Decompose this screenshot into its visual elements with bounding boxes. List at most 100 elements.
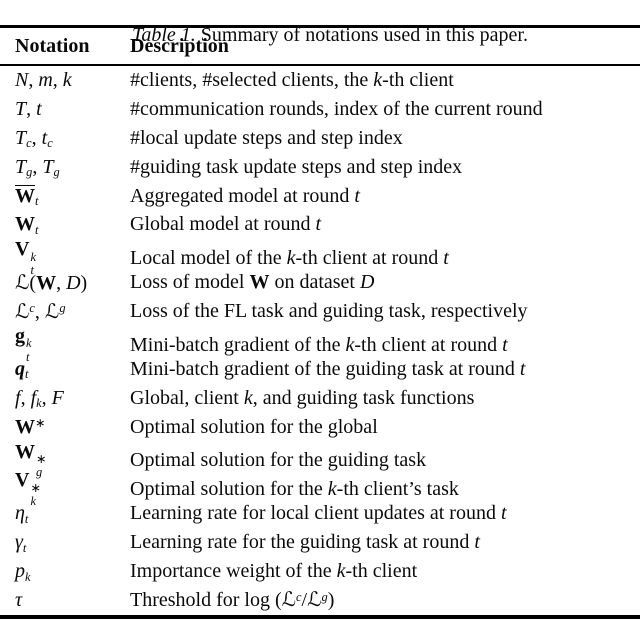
math-token: V∗k xyxy=(15,469,41,509)
math-token: W∗g xyxy=(15,440,47,480)
description-cell: Loss of the FL task and guiding task, re… xyxy=(130,301,640,322)
math-token: γt xyxy=(15,531,27,555)
math-token: -th client’s task xyxy=(336,477,459,500)
table-row: Wt Aggregated model at round t xyxy=(0,182,640,211)
math-token: t xyxy=(502,333,508,356)
math-token: , xyxy=(52,68,63,91)
math-token: , xyxy=(26,97,37,120)
math-token: t xyxy=(36,97,42,120)
description-cell: #clients, #selected clients, the k-th cl… xyxy=(130,68,640,91)
math-token: W xyxy=(249,271,270,294)
description-cell: Global, client k, and guiding task funct… xyxy=(130,386,640,409)
math-token: Wt xyxy=(15,185,39,209)
math-token: , xyxy=(20,386,31,409)
math-token: Importance weight of the xyxy=(130,560,337,583)
math-token: ℒ xyxy=(15,269,30,294)
table-row: τ Threshold for log (ℒc/ℒg) xyxy=(0,586,640,615)
math-token: Loss of the FL task and guiding task, re… xyxy=(130,300,528,323)
math-token: Global, client xyxy=(130,386,244,409)
math-token: , xyxy=(28,68,39,91)
notation-cell: Wt xyxy=(15,213,130,237)
description-cell: Optimal solution for the global xyxy=(130,415,640,438)
caption-label: Table 1. xyxy=(132,24,196,46)
math-token: k xyxy=(373,68,383,91)
math-token: W xyxy=(36,271,57,294)
math-token: Loss of model xyxy=(130,271,250,294)
math-token: Learning rate for the guiding task at ro… xyxy=(130,531,475,554)
notation-column-header: Notation xyxy=(15,34,90,57)
description-cell: Mini-batch gradient of the k-th client a… xyxy=(130,333,640,356)
header-rule xyxy=(0,64,640,66)
math-token: -th client xyxy=(382,68,454,91)
notation-cell: τ xyxy=(15,588,130,611)
description-cell: Global model at round t xyxy=(130,214,640,235)
math-token: k xyxy=(345,333,355,356)
notation-cell: T, t xyxy=(15,97,130,120)
table-row: T, t#communication rounds, index of the … xyxy=(0,95,640,124)
math-token: ) xyxy=(80,271,88,294)
description-cell: #guiding task update steps and step inde… xyxy=(130,156,640,178)
math-token: , xyxy=(32,155,43,178)
notation-cell: ηt xyxy=(15,503,130,525)
math-token: #local update steps and step index xyxy=(130,126,403,149)
math-token: , xyxy=(41,386,52,409)
math-token: Tg xyxy=(15,155,33,180)
math-token: m xyxy=(38,68,53,91)
math-token: ℒc xyxy=(281,587,302,612)
math-token: , xyxy=(34,300,45,323)
math-token: t xyxy=(474,531,480,554)
description-cell: Aggregated model at round t xyxy=(130,184,640,207)
math-token: ( xyxy=(29,271,37,294)
math-token: k xyxy=(243,386,253,409)
math-token: Aggregated model at round xyxy=(130,184,355,207)
notation-cell: f, fk, F xyxy=(15,386,130,409)
math-token: k xyxy=(336,560,346,583)
math-token: W∗ xyxy=(15,415,46,438)
math-token: #clients, #selected clients, the xyxy=(130,68,374,91)
math-token: , xyxy=(56,271,67,294)
math-token: k xyxy=(62,68,72,91)
notation-cell: qt xyxy=(15,358,130,380)
table-row: Wt Global model at round t xyxy=(0,210,640,239)
math-token: D xyxy=(359,271,375,294)
notation-cell: ℒ(W, D) xyxy=(15,269,130,294)
notation-cell: W∗ xyxy=(15,415,130,438)
description-cell: Optimal solution for the k-th client’s t… xyxy=(130,477,640,500)
math-token: Tc xyxy=(15,126,32,151)
notation-cell: Tg, Tg xyxy=(15,155,130,180)
math-token: t xyxy=(500,502,507,525)
notation-cell: Tc, tc xyxy=(15,126,130,151)
description-cell: Learning rate for local client updates a… xyxy=(130,503,640,524)
notation-cell: pk xyxy=(15,560,130,584)
math-token: t xyxy=(519,357,526,380)
math-token: , xyxy=(31,126,42,149)
math-token: ℒc xyxy=(15,298,35,323)
header-row: Notation Description xyxy=(0,28,640,64)
notation-cell: γt xyxy=(15,531,130,555)
math-token: k xyxy=(286,246,296,269)
math-token: Optimal solution for the global xyxy=(130,415,378,438)
math-token: pk xyxy=(15,560,31,584)
math-token: Wt xyxy=(15,213,39,237)
math-token: on dataset xyxy=(269,271,360,294)
math-token: -th client at round xyxy=(295,246,444,269)
math-token: Global model at round xyxy=(130,213,316,236)
math-token: τ xyxy=(15,588,23,611)
table-row: γt Learning rate for the guiding task at … xyxy=(0,528,640,557)
description-cell: Threshold for log (ℒc/ℒg) xyxy=(130,589,640,611)
table-row: N, m, k#clients, #selected clients, the … xyxy=(0,66,640,95)
math-token: / xyxy=(301,589,308,612)
math-token: ℒg xyxy=(44,298,66,323)
math-token: k xyxy=(327,477,337,500)
math-token: Local model of the xyxy=(130,246,287,269)
math-token: T xyxy=(15,97,27,120)
description-cell: Mini-batch gradient of the guiding task … xyxy=(130,357,640,380)
table-row: ℒc, ℒg Loss of the FL task and guiding ta… xyxy=(0,297,640,326)
